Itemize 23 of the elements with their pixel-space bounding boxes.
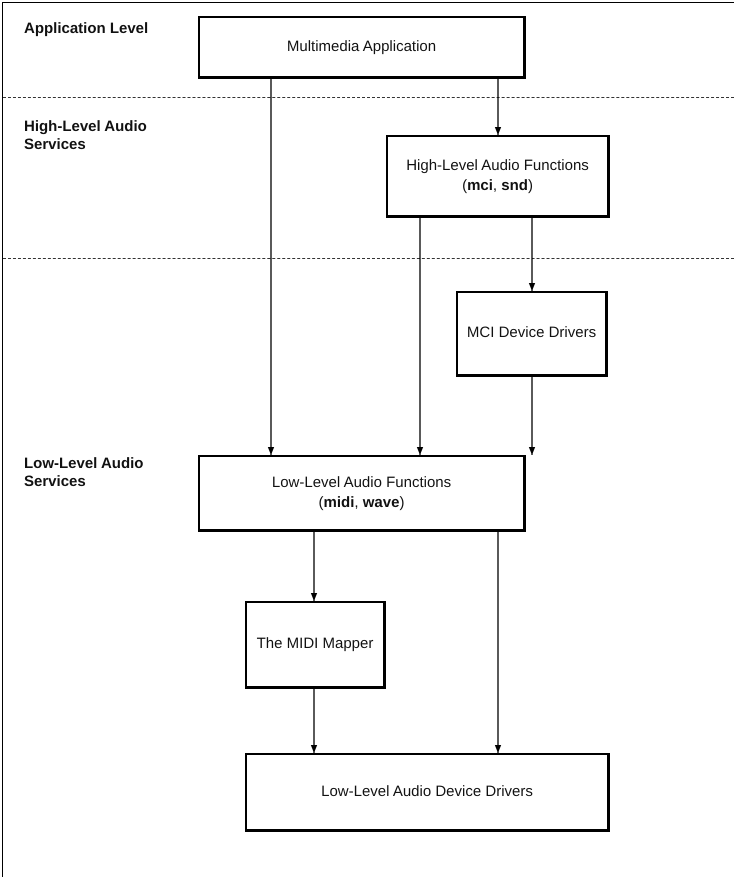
arrow <box>528 218 536 291</box>
level-label: Application Level <box>24 20 150 38</box>
arrow <box>494 532 502 753</box>
component-box <box>386 135 610 218</box>
box-label: MCI Device Drivers <box>466 323 596 344</box>
arrow <box>494 79 502 135</box>
arrow <box>310 689 318 753</box>
box-label: Multimedia Application <box>286 36 436 57</box>
box-label: Low-Level Audio Functions (midi, wave) <box>270 472 452 513</box>
box-label: Low-Level Audio Device Drivers <box>321 782 533 802</box>
component-box <box>245 753 610 832</box>
box-label: High-Level Audio Functions (mci, snd) <box>405 156 590 196</box>
component-box <box>198 455 526 532</box>
arrow <box>528 377 536 455</box>
arrow <box>416 218 424 455</box>
component-box <box>456 291 608 377</box>
component-box <box>245 601 386 689</box>
arrow <box>268 79 274 455</box>
arrow <box>310 532 318 601</box>
component-box <box>198 16 526 79</box>
box-label: The MIDI Mapper <box>256 634 374 654</box>
level-label: High-Level Audio Services <box>24 118 148 154</box>
level-label: Low-Level Audio Services <box>24 455 144 491</box>
